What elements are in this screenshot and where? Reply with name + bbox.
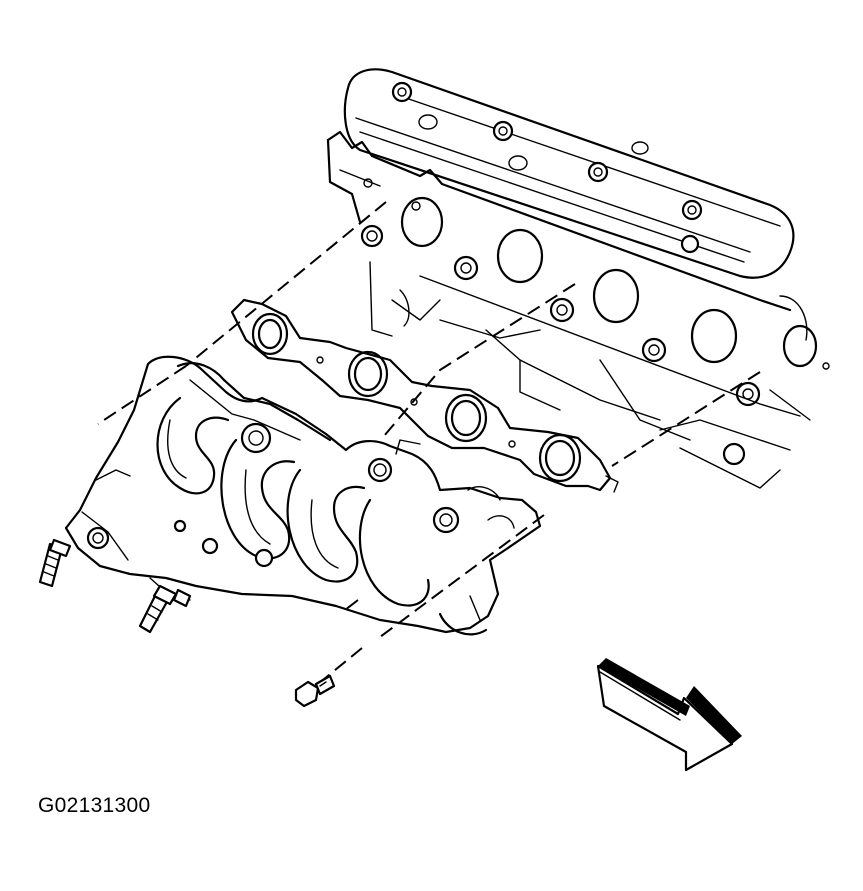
cylinder-head bbox=[326, 68, 830, 489]
manifold-studs bbox=[38, 538, 192, 634]
stud-middle bbox=[138, 584, 192, 634]
front-of-vehicle-arrow-icon bbox=[596, 658, 742, 772]
exhaust-manifold bbox=[64, 355, 542, 636]
exhaust-manifold-gasket bbox=[230, 298, 619, 493]
valve-cover-bolts bbox=[391, 81, 703, 254]
head-exhaust-ports bbox=[400, 196, 818, 368]
figure-id-label: G02131300 bbox=[38, 794, 151, 817]
manifold-bolt bbox=[294, 674, 336, 708]
alignment-lines bbox=[97, 201, 761, 685]
manifold-bolt-bosses bbox=[86, 422, 460, 568]
gasket-port-rings bbox=[251, 312, 582, 483]
head-studs bbox=[360, 224, 761, 466]
stud-left bbox=[38, 538, 72, 588]
